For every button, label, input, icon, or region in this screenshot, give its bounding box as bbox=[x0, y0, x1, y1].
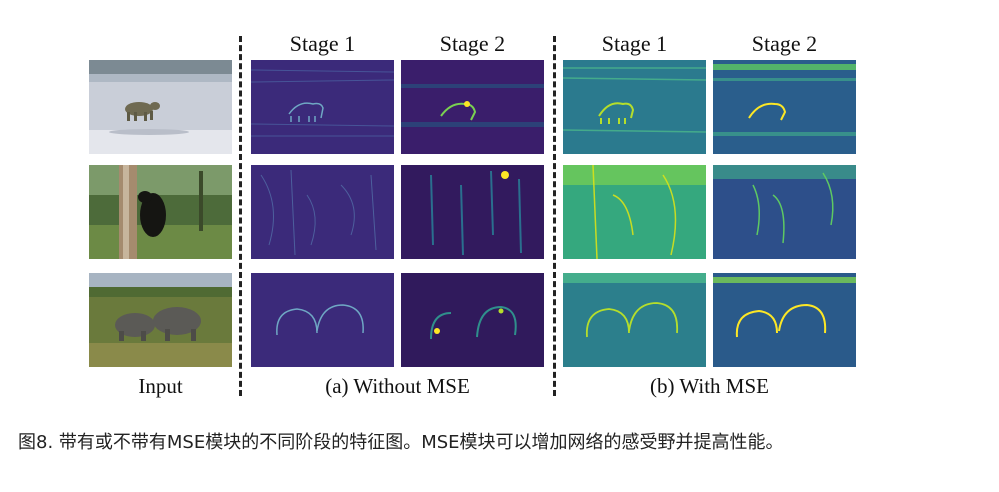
header-without-stage1: Stage 1 bbox=[289, 31, 356, 56]
feature-map-with-stage2-row3 bbox=[713, 273, 856, 367]
feature-map-without-stage1-row3 bbox=[251, 273, 394, 367]
input-image-rhinos bbox=[89, 273, 232, 367]
separator-input bbox=[239, 36, 242, 396]
feature-map-without-stage2-row2 bbox=[401, 165, 544, 259]
figure-8: Stage 1 Stage 2 Stage 1 Stage 2 bbox=[89, 31, 856, 398]
feature-map-without-stage1-row2 bbox=[251, 165, 394, 259]
feature-map-with-stage2-row2 bbox=[713, 165, 856, 259]
feature-map-with-stage1-row2 bbox=[563, 165, 706, 259]
feature-map-without-stage2-row3 bbox=[401, 273, 544, 367]
feature-map-without-stage2-row1 bbox=[401, 60, 544, 154]
header-without-stage2: Stage 2 bbox=[439, 31, 506, 56]
header-with-stage2: Stage 2 bbox=[751, 31, 818, 56]
feature-map-with-stage2-row1 bbox=[713, 60, 856, 154]
feature-map-without-stage1-row1 bbox=[251, 60, 394, 154]
input-image-polar-bear bbox=[89, 60, 232, 154]
header-with-stage1: Stage 1 bbox=[601, 31, 668, 56]
feature-map-with-stage1-row1 bbox=[563, 60, 706, 154]
figure-caption: 图8. 带有或不带有MSE模块的不同阶段的特征图。MSE模块可以增加网络的感受野… bbox=[18, 432, 784, 453]
label-input: Input bbox=[138, 374, 183, 398]
input-image-black-bear bbox=[89, 165, 232, 259]
feature-map-with-stage1-row3 bbox=[563, 273, 706, 367]
separator-mse bbox=[553, 36, 556, 396]
label-with-mse: (b) With MSE bbox=[650, 374, 769, 398]
label-without-mse: (a) Without MSE bbox=[325, 374, 470, 398]
